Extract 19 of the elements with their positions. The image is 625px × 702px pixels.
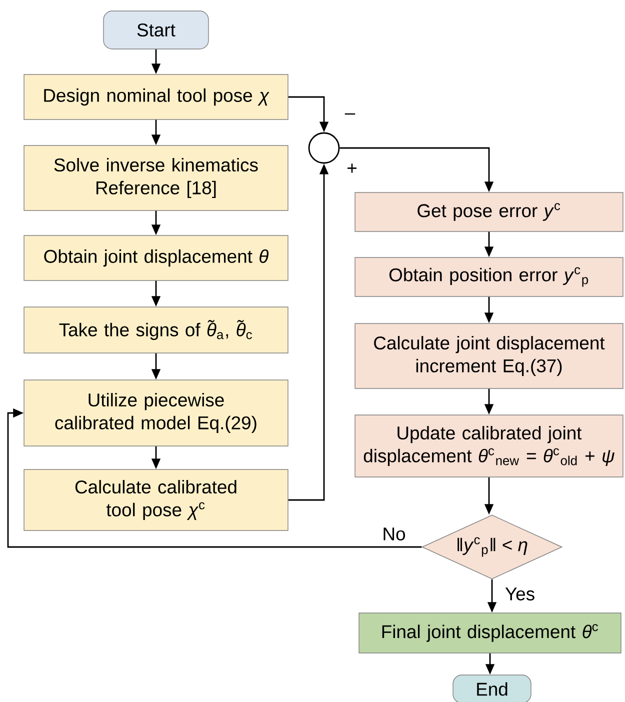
edge-label: + [344,162,360,176]
process-box: Obtain position error y$^{c}$p [354,257,624,297]
edge-label: – [343,112,357,120]
process-box: Take the signs of θ̃$_{a}$, θ̃$_{c}$ [24,306,288,354]
process-box: Utilize piecewise calibrated model Eq.(29) [24,380,288,446]
terminal-box: End [452,674,532,702]
process-box: Update calibrated joint displacement θ$^{c}$$_{new}$ = θ$^{c}$$_{old}$ + ψ [354,414,624,478]
process-box: Get pose error y$^{c}$ [354,192,624,232]
process-box: Obtain joint displacement θ [24,235,288,281]
process-box: Calculate joint displacement increment Eq.(37) [354,323,624,389]
edge-label: Yes [503,586,537,602]
summing-junction [308,132,340,164]
process-box: Final joint displacement θ$^{c}$ [358,612,622,654]
process-box: Solve inverse kinematics Reference [18] [24,145,288,211]
arrow [7,408,422,548]
process-box: Calculate calibrated tool pose χ$^{c}$ [24,469,288,531]
process-box: Design nominal tool pose χ [24,74,288,120]
terminal-box: Start [103,10,209,50]
edge-label: No [380,526,408,542]
